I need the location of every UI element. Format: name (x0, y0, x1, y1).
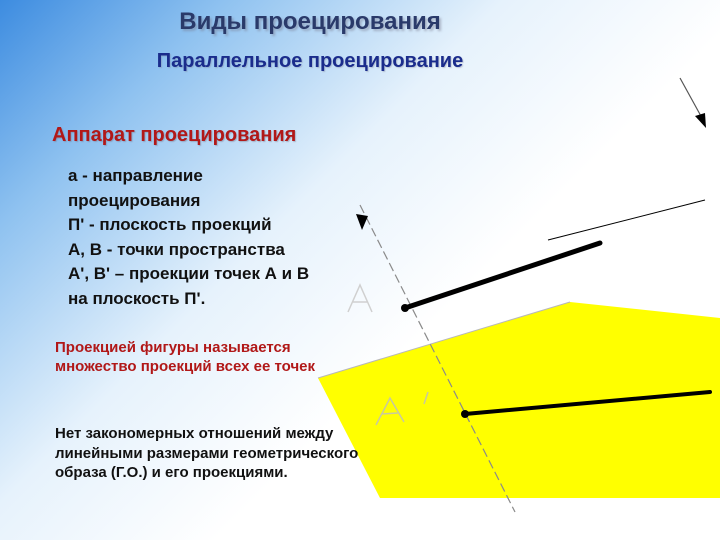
legend-line: на плоскость П'. (68, 288, 206, 308)
legend-line: А, В - точки пространства (68, 239, 285, 259)
property-note: Нет закономерных отношений между линейны… (55, 425, 359, 481)
point-a (401, 304, 409, 312)
projected-segment (463, 390, 712, 416)
slide-subtitle: Параллельное проецирование (156, 50, 464, 72)
legend-line: проецирования (68, 190, 201, 210)
legend-line: А', В' – проекции точек А и В (68, 264, 310, 283)
faint-glyph-a-prime (375, 391, 429, 426)
segment-fragment (547, 199, 706, 241)
segment-in-space (402, 240, 603, 311)
legend-line: а - направление (68, 166, 203, 185)
definition-note: Проекцией фигуры называется множество пр… (55, 339, 316, 375)
ray-arrow-icon (356, 214, 368, 230)
legend-block: а - направление проецирования П' - плоск… (68, 164, 388, 311)
projection-ray (359, 204, 516, 513)
direction-arrow-line (679, 77, 703, 119)
slide-title: Виды проецирования (179, 8, 441, 35)
faint-glyph-a (347, 283, 373, 313)
section-heading: Аппарат проецирования (52, 124, 297, 146)
projection-plane (318, 302, 720, 498)
legend-line: П' - плоскость проекций (68, 215, 272, 234)
direction-arrow-icon (695, 113, 706, 128)
plane-edge-line (317, 301, 571, 379)
point-a-projection (461, 410, 469, 418)
